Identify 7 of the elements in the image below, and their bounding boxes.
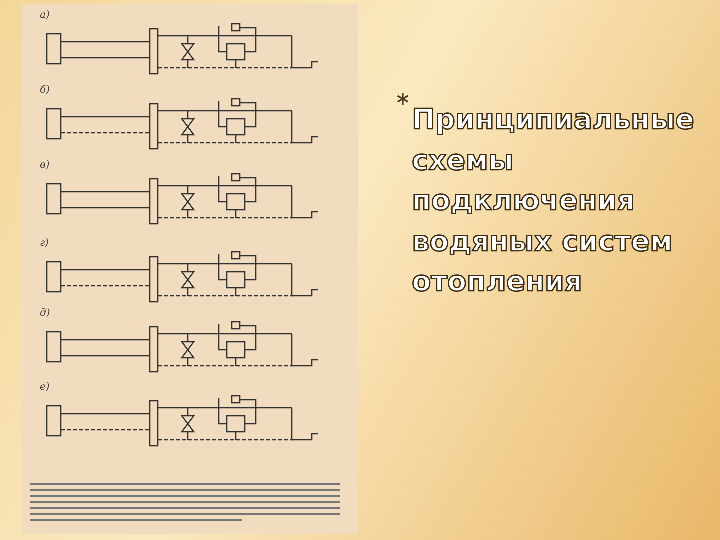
panel-letter: д) — [40, 308, 50, 319]
panel-letter: б) — [40, 85, 50, 96]
slide-title: Принципиальные схемы подключения водяных систем отопления — [412, 102, 696, 300]
panel-letter: г) — [40, 238, 49, 249]
panel-letter: а) — [40, 10, 50, 21]
panel-letter: в) — [40, 160, 50, 171]
panel-letter: е) — [40, 382, 50, 393]
